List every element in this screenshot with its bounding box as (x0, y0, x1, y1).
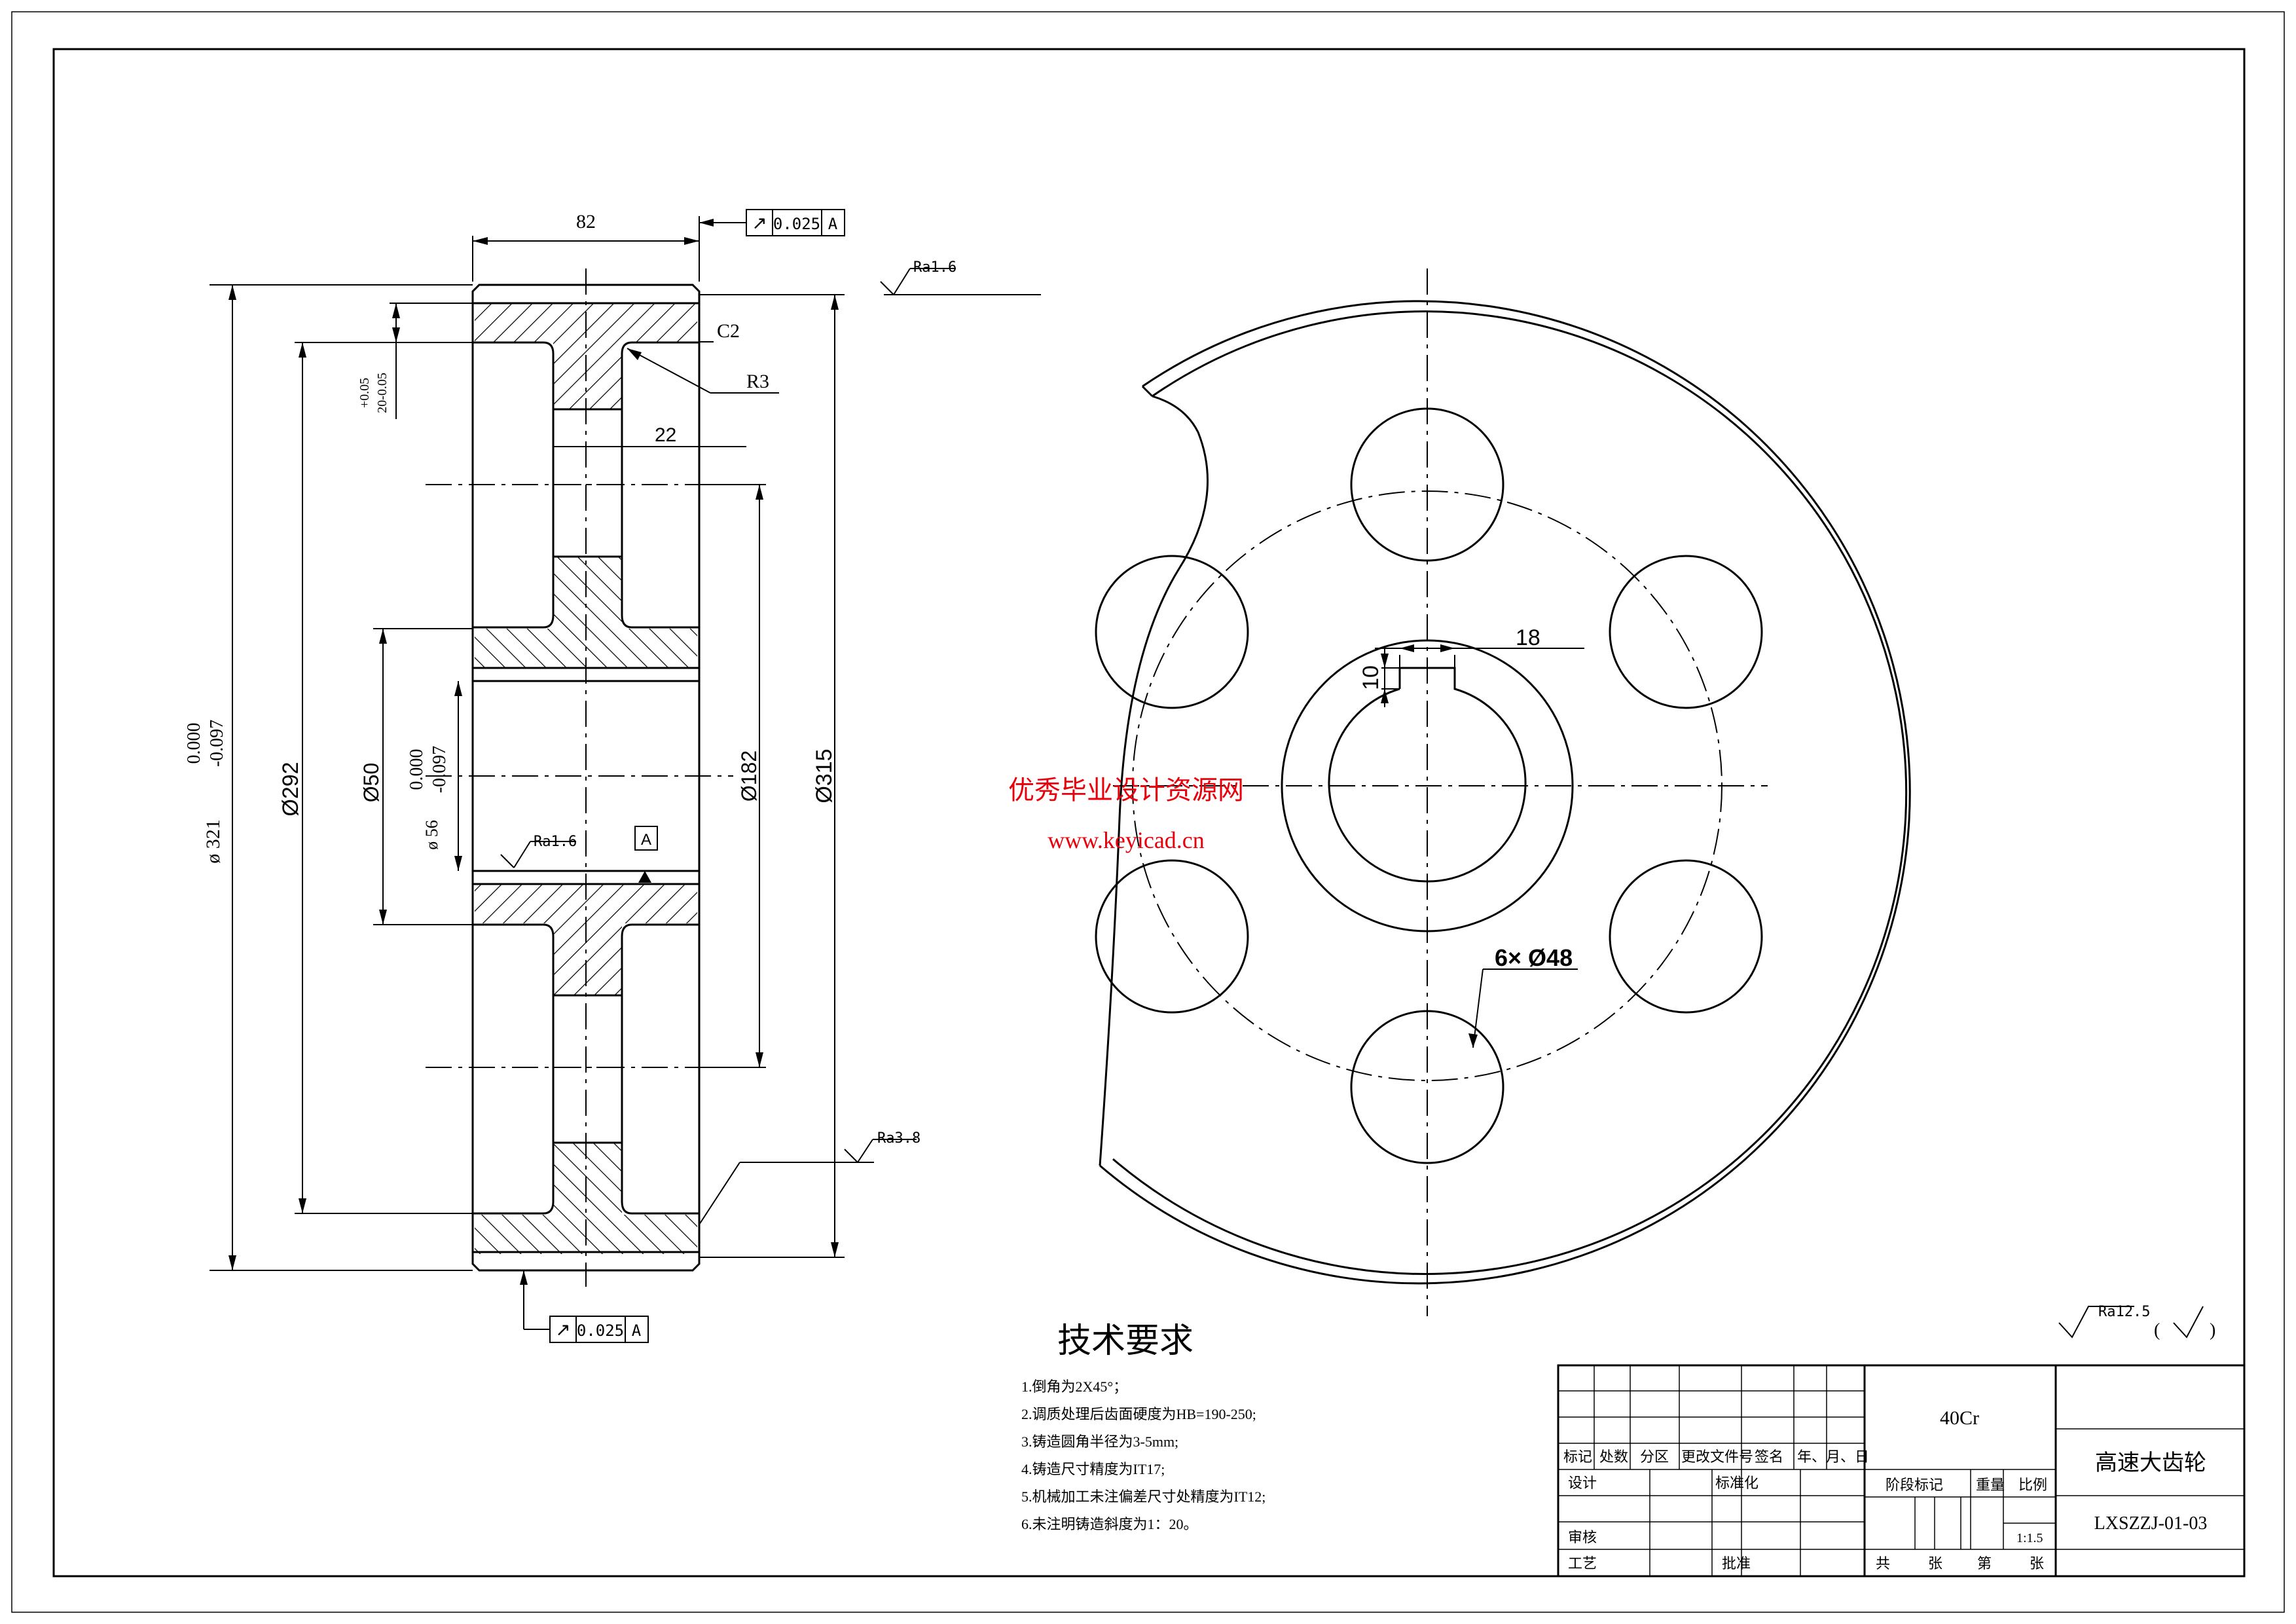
label-sign: 签名 (1755, 1449, 1783, 1465)
datum-label: A (641, 831, 651, 849)
keyway-tol-lower: 20-0.05 (375, 373, 390, 413)
outer-rim (1099, 300, 1911, 1285)
tech-item: 1.倒角为2X45°； (1021, 1378, 1127, 1395)
hub-circle (1281, 639, 1574, 932)
runout-value: 0.025 (577, 1321, 624, 1340)
web-dim: 22 (655, 424, 676, 446)
runout-symbol: ↗ (752, 213, 767, 233)
dim-d321: ø 321 (202, 819, 224, 864)
dim-width: 82 (576, 211, 596, 232)
tech-item: 3.铸造圆角半径为3-5mm; (1021, 1433, 1178, 1450)
label-count: 处数 (1599, 1449, 1628, 1465)
runout-frame-top: ↗ 0.025 A (746, 209, 845, 236)
dim-d321-tol-up: 0.000 (184, 723, 204, 764)
label-change-doc: 更改文件号 (1681, 1449, 1753, 1465)
label-weight: 重量 (1976, 1477, 2005, 1493)
drawing-number: LXSZZJ-01-03 (2094, 1513, 2208, 1534)
chamfer-label: C2 (717, 320, 740, 342)
hatch-areas (475, 303, 697, 1254)
radius-label: R3 (746, 371, 769, 392)
key-depth-dim: 10 (1358, 665, 1383, 690)
key-width-dim: 18 (1516, 625, 1540, 650)
runout-datum: A (828, 215, 838, 233)
dim-d321-tol-lo: -0.097 (207, 720, 227, 767)
watermark-line2: www.keyicad.cn (1048, 827, 1205, 853)
label-sheets: 张 (1928, 1555, 1942, 1572)
label-no: 第 (1977, 1555, 1992, 1572)
ra-top: Ra1.6 (913, 259, 957, 276)
watermark-line1: 优秀毕业设计资源网 (1008, 775, 1244, 805)
title-block-labels: 标记 处数 分区 更改文件号 签名 年、月、日 设计 标准化 阶段标记 重量 比… (1563, 1449, 2047, 1572)
label-mark: 标记 (1563, 1449, 1592, 1465)
dim-d182: Ø182 (737, 750, 761, 802)
bore-keyway (1328, 667, 1527, 883)
label-ratio: 比例 (2018, 1477, 2047, 1493)
runout-frame-bottom: ↗ 0.025 A (549, 1316, 649, 1343)
lightening-holes (1095, 407, 1763, 1164)
label-date: 年、月、日 (1797, 1449, 1869, 1465)
paren-close: ) (2210, 1320, 2215, 1340)
ratio-value: 1:1.5 (2016, 1531, 2043, 1545)
tech-item: 6.未注明铸造斜度为1：20。 (1021, 1516, 1198, 1532)
datum-box (634, 826, 658, 851)
inner-border (52, 48, 2246, 1578)
label-stage: 阶段标记 (1886, 1477, 1943, 1493)
dim-d50-tol-up: 0.000 (407, 749, 427, 790)
runout-value: 0.025 (773, 215, 820, 233)
holes-dim: 6× Ø48 (1495, 944, 1573, 971)
tech-item: 5.机械加工未注偏差尺寸处精度为IT12; (1021, 1488, 1266, 1505)
outer-border (11, 11, 2285, 1613)
dim-d292: Ø292 (278, 762, 303, 816)
technical-requirements: 技术要求 1.倒角为2X45°； 2.调质处理后齿面硬度为HB=190-250;… (1021, 1323, 1266, 1532)
label-total: 共 (1876, 1555, 1890, 1572)
part-name: 高速大齿轮 (2095, 1450, 2206, 1475)
dim-d50-tol-lo: -0.097 (429, 746, 450, 793)
material: 40Cr (1940, 1407, 1979, 1429)
ra-general: Ra12.5 (2098, 1304, 2150, 1320)
label-sheet: 张 (2030, 1555, 2044, 1572)
label-zone: 分区 (1640, 1449, 1669, 1465)
dim-d315: Ø315 (812, 748, 837, 803)
general-roughness: Ra12.5 ( ) (2058, 1304, 2215, 1340)
paren-open: ( (2154, 1320, 2160, 1340)
runout-symbol: ↗ (555, 1320, 570, 1340)
dim-d56: ø 56 (422, 820, 441, 850)
label-check: 审核 (1568, 1529, 1597, 1545)
label-design: 设计 (1568, 1475, 1597, 1491)
label-approve: 批准 (1722, 1555, 1751, 1572)
section-view: ↗ 0.025 A ↗ 0.025 A A 82 Ra1.6 Ra1.6 Ra3… (184, 209, 1041, 1343)
tech-item: 4.铸造尺寸精度为IT17; (1021, 1461, 1165, 1477)
tech-item: 2.调质处理后齿面硬度为HB=190-250; (1021, 1406, 1256, 1422)
front-view: 18 10 6× Ø48 (1095, 268, 1911, 1316)
label-standard: 标准化 (1715, 1475, 1758, 1491)
ra-bore: Ra1.6 (534, 834, 577, 850)
label-process: 工艺 (1568, 1555, 1597, 1572)
gear-outline (471, 284, 701, 1272)
title-block: 40Cr 高速大齿轮 LXSZZJ-01-03 标记 处数 分区 更改文件号 签… (1557, 1364, 2246, 1578)
keyway-tol-upper: +0.05 (357, 378, 372, 408)
tech-title: 技术要求 (1057, 1323, 1194, 1360)
dimension-arrows (228, 219, 839, 1285)
ra-lower: Ra3.8 (877, 1130, 920, 1147)
runout-datum: A (632, 1321, 642, 1340)
dim-d50: Ø50 (359, 763, 383, 802)
